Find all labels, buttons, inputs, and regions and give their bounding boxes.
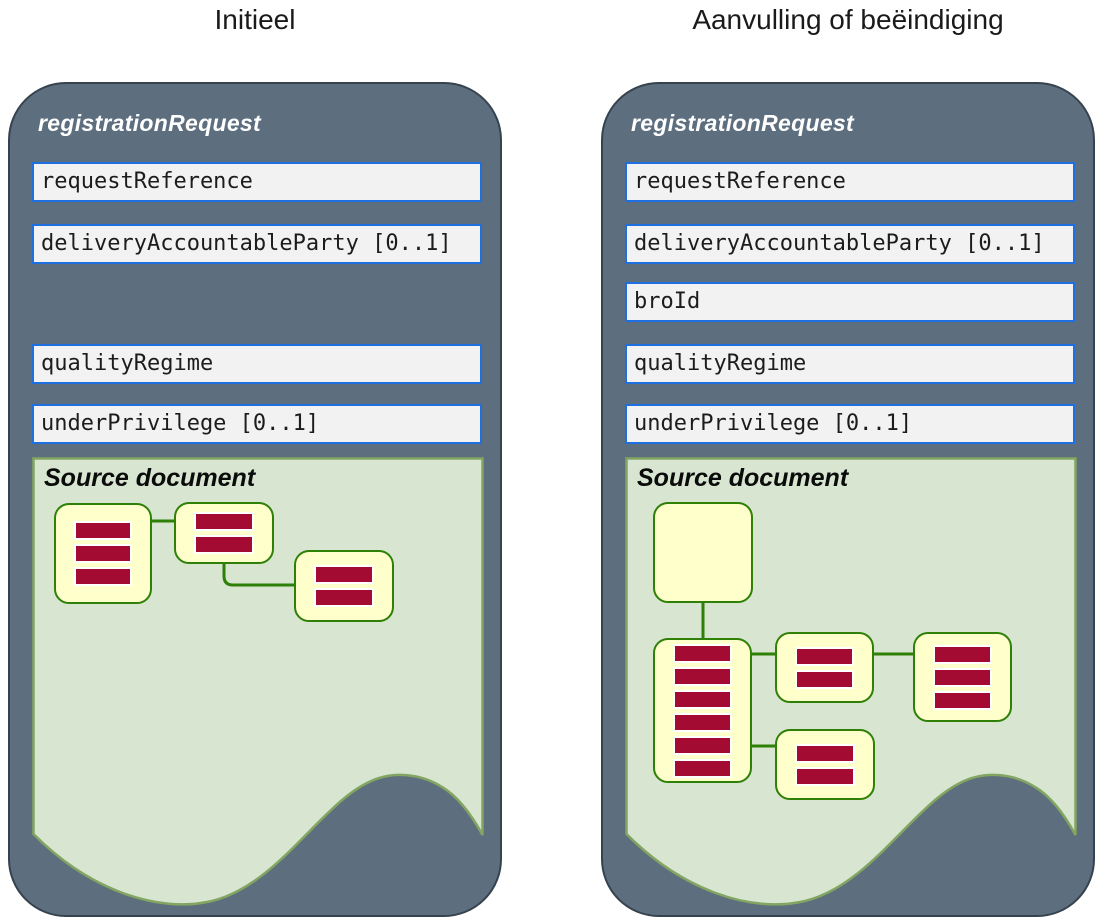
record-bar (194, 512, 254, 531)
record-bar (673, 643, 732, 663)
field-qualityregime: qualityRegime (32, 344, 482, 384)
record-bar (314, 565, 374, 584)
source-record-box (653, 638, 752, 783)
record-bar (74, 544, 132, 563)
field-broid: broId (625, 282, 1075, 322)
field-requestreference: requestReference (625, 162, 1075, 202)
record-bar (795, 646, 854, 666)
record-bar (795, 743, 855, 763)
field-underprivilege-0-1: underPrivilege [0..1] (625, 404, 1075, 444)
record-bar (673, 689, 732, 709)
connector-line (222, 564, 294, 587)
source-document-label: Source document (637, 464, 849, 492)
record-bar (194, 535, 254, 554)
panel-header: registrationRequest (631, 110, 854, 136)
record-bar (673, 758, 732, 778)
source-record-box (294, 550, 394, 622)
source-empty-box (653, 502, 753, 603)
record-bar (673, 666, 732, 686)
source-record-box (54, 503, 152, 604)
record-bar (74, 567, 132, 586)
record-bar (933, 690, 992, 710)
record-bar (314, 588, 374, 607)
field-qualityregime: qualityRegime (625, 344, 1075, 384)
record-bar (795, 766, 855, 786)
field-deliveryaccountableparty-0-1: deliveryAccountableParty [0..1] (32, 224, 482, 264)
source-record-box (775, 632, 874, 703)
source-record-box (174, 502, 274, 564)
record-bar (933, 644, 992, 664)
source-record-box (913, 632, 1012, 722)
diagram-title-initieel: Initieel (214, 4, 296, 35)
field-underprivilege-0-1: underPrivilege [0..1] (32, 404, 482, 444)
source-document-section: Source document (32, 457, 484, 919)
field-deliveryaccountableparty-0-1: deliveryAccountableParty [0..1] (625, 224, 1075, 264)
panel-header: registrationRequest (38, 110, 261, 136)
field-requestreference: requestReference (32, 162, 482, 202)
record-bar (673, 712, 732, 732)
source-document-label: Source document (44, 464, 256, 492)
registration-request-panel-initieel: registrationRequest requestReference deli… (8, 82, 502, 917)
record-bar (933, 667, 992, 687)
record-bar (74, 521, 132, 540)
diagram-title-aanvulling: Aanvulling of beëindiging (692, 4, 1004, 35)
source-document-section: Source document (625, 457, 1077, 919)
registration-request-panel-aanvulling: registrationRequest requestReference deli… (601, 82, 1095, 917)
source-record-box (775, 729, 875, 800)
record-bar (795, 669, 854, 689)
record-bar (673, 735, 732, 755)
